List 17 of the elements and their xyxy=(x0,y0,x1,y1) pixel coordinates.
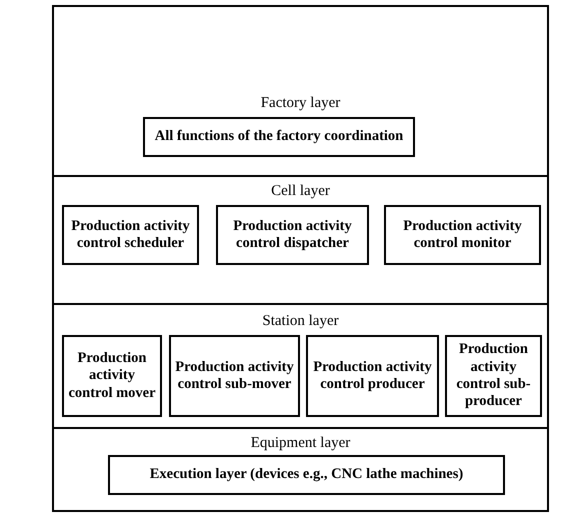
layer-title: Cell layer xyxy=(271,183,330,200)
layer-band xyxy=(52,303,549,429)
process-box: Production activity control sub-mover xyxy=(169,335,300,417)
layer-title: Equipment layer xyxy=(250,435,350,452)
process-box: Execution layer (devices e.g., CNC lathe machines) xyxy=(108,455,505,495)
process-box: Production activity control dispatcher xyxy=(216,205,369,265)
process-box: Production activity control monitor xyxy=(384,205,541,265)
layer-title: Station layer xyxy=(262,313,339,330)
process-box: Production activity control producer xyxy=(306,335,439,417)
process-box: Production activity control mover xyxy=(62,335,162,417)
layer-band xyxy=(52,175,549,305)
process-box: All functions of the factory coordination xyxy=(143,117,415,157)
process-box: Production activity control scheduler xyxy=(62,205,199,265)
layer-band xyxy=(52,5,549,177)
layer-band xyxy=(52,427,549,512)
process-box: Production activity control sub-producer xyxy=(445,335,542,417)
layer-title: Factory layer xyxy=(260,95,340,112)
